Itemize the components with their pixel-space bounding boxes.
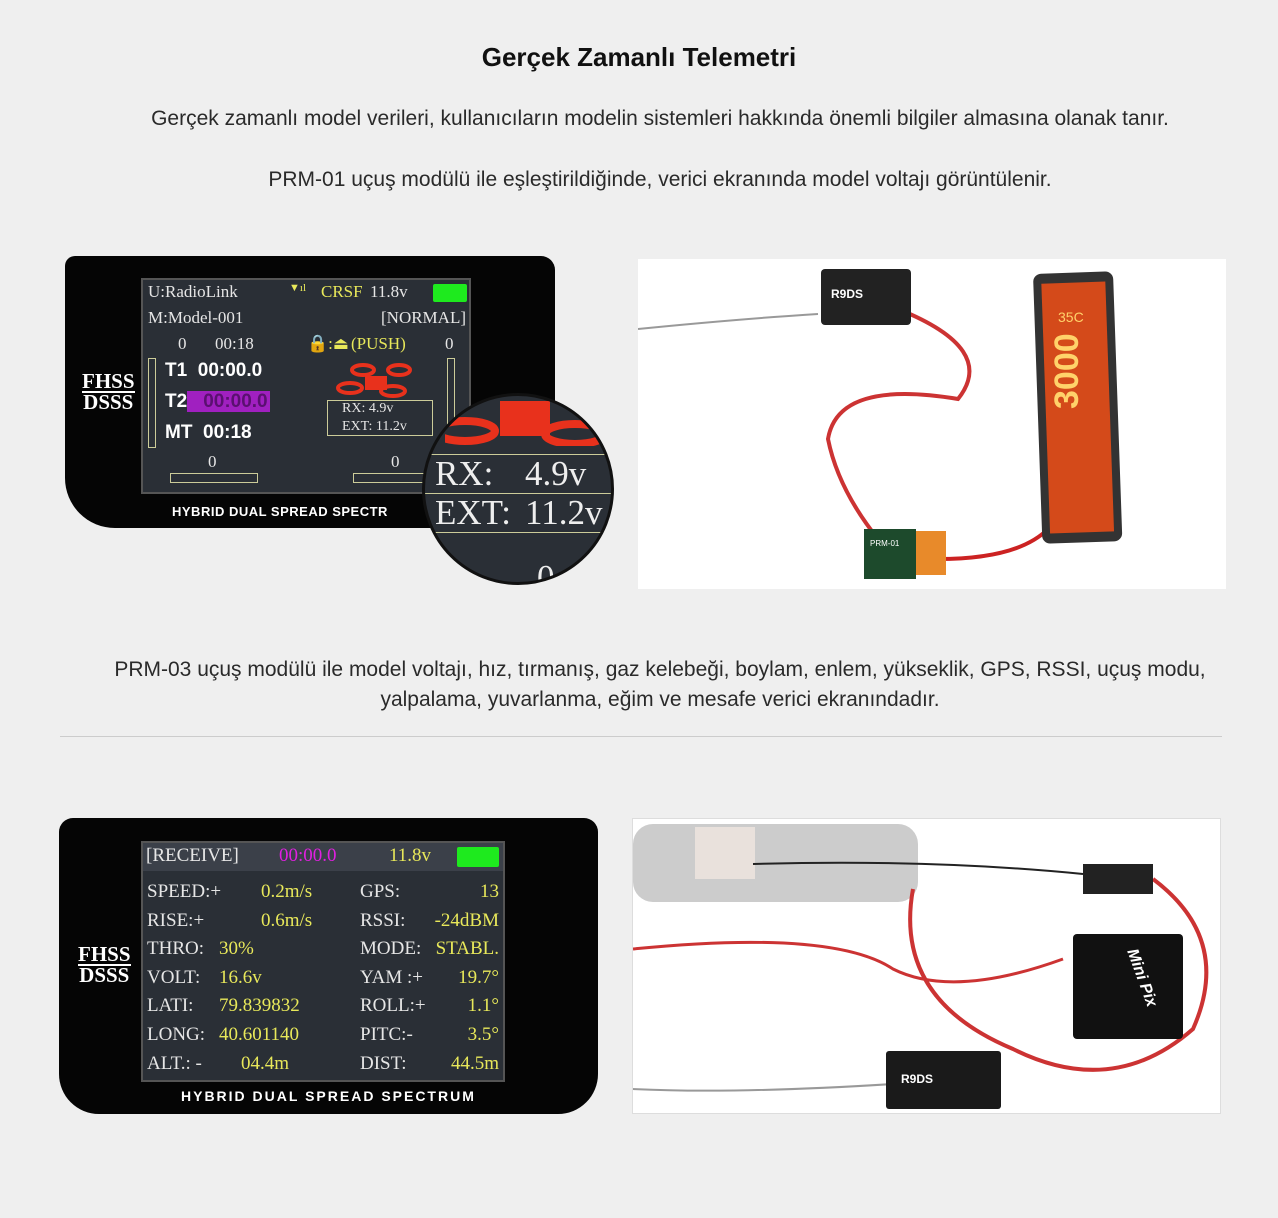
flight-mode: [NORMAL] — [381, 308, 466, 327]
telemetry-value: 04.4m — [241, 1052, 290, 1074]
magnifier-callout: RX: 4.9v EXT: 11.2v 0 — [422, 393, 614, 585]
model-name: M:Model-001 — [148, 308, 244, 327]
telemetry-label: ALT.: - — [147, 1052, 202, 1074]
user-name: U:RadioLink — [148, 282, 238, 301]
receive-timer: 00:00.0 — [279, 845, 337, 866]
signal-icon: ▼ıl — [289, 282, 306, 294]
tx-voltage: 11.8v — [370, 282, 408, 301]
battery-rating: 35C — [1058, 309, 1084, 325]
telemetry-label: YAM :+ — [360, 966, 423, 988]
mag-rx-label: RX: — [435, 454, 494, 493]
battery-capacity: 3000 — [1048, 333, 1086, 409]
telemetry-label: RISE:+ — [147, 909, 205, 931]
telemetry-value: 40.601140 — [219, 1024, 300, 1045]
bottom-left-value: 0 — [208, 452, 217, 471]
section-divider — [60, 736, 1222, 737]
telemetry-label: RSSI: — [360, 909, 406, 931]
section2-text: PRM-03 uçuş modülü ile model voltajı, hı… — [114, 658, 1206, 711]
intro-text-1: Gerçek zamanlı model verileri, kullanıcı… — [151, 107, 1169, 130]
t2-label: T2 — [165, 391, 188, 412]
battery-icon-2 — [457, 847, 499, 867]
telemetry-value: 3.5° — [467, 1024, 499, 1045]
telemetry-label: SPEED:+ — [147, 881, 222, 902]
mag-rx-value: 4.9v — [525, 454, 587, 493]
timer: 00:18 — [215, 334, 254, 353]
bezel-caption-2: HYBRID DUAL SPREAD SPECTRUM — [181, 1088, 476, 1104]
mt-label: MT — [165, 422, 193, 443]
receiver-label: R9DS — [831, 287, 864, 301]
drone-icon — [336, 363, 412, 398]
mag-ext-value: 11.2v — [525, 493, 603, 532]
product-photo-prm01: R9DS 3000 35C PRM-01 — [637, 259, 1226, 589]
telemetry-value: 1.1° — [467, 995, 499, 1017]
lock-status: (PUSH) — [351, 334, 406, 353]
telemetry-value: 44.5m — [450, 1052, 499, 1074]
rx-voltage: RX: 4.9v — [342, 401, 394, 416]
battery-icon — [433, 284, 467, 302]
lock-icon: 🔒:⏏ — [307, 334, 349, 353]
t1-label: T1 — [165, 360, 188, 381]
telemetry-value: 16.6v — [219, 966, 262, 988]
t2-value: 00:00.0 — [187, 391, 270, 412]
telemetry-value: -24dBM — [434, 909, 499, 931]
telemetry-label: THRO: — [147, 938, 204, 960]
receiver-label-2: R9DS — [901, 1072, 934, 1086]
protocol: CRSF — [321, 282, 363, 301]
wiring-illustration-2 — [632, 824, 1209, 1109]
product-photo-prm03: Mini Pix R9DS — [632, 818, 1221, 1114]
mag-ext-label: EXT: — [435, 493, 512, 532]
bottom-left-bar — [170, 473, 258, 483]
telemetry-label: ROLL:+ — [360, 995, 426, 1017]
telemetry-label: LONG: — [147, 1024, 206, 1045]
telemetry-value: 19.7° — [458, 966, 499, 988]
right-trim: 0 — [445, 334, 454, 353]
mt-value: 00:18 — [203, 422, 252, 443]
telemetry-label: VOLT: — [147, 966, 201, 988]
module-label: PRM-01 — [870, 539, 900, 548]
telemetry-screen-1: U:RadioLink ▼ıl CRSF 11.8v M:Model-001 [… — [141, 278, 471, 494]
receive-header: [RECEIVE] — [146, 845, 239, 866]
ext-voltage: EXT: 11.2v — [342, 419, 407, 434]
telemetry-value: 30% — [219, 938, 254, 960]
intro-text-2: PRM-01 uçuş modülü ile eşleştirildiğinde… — [268, 168, 1052, 191]
telemetry-value: 0.2m/s — [261, 881, 313, 902]
telemetry-value: STABL. — [435, 938, 499, 960]
telemetry-label: PITC:- — [360, 1024, 413, 1045]
mag-zero: 0 — [537, 558, 555, 585]
telemetry-label: LATI: — [147, 995, 194, 1017]
left-trim-bar — [148, 358, 156, 448]
telemetry-value: 0.6m/s — [261, 909, 313, 931]
voltage-box — [327, 400, 433, 436]
telemetry-label: MODE: — [360, 938, 422, 960]
telemetry-value: 79.839832 — [219, 995, 300, 1017]
receive-voltage: 11.8v — [389, 845, 432, 866]
telemetry-label: GPS: — [360, 881, 401, 902]
drone-icon-magnified — [445, 401, 609, 446]
telemetry-label: DIST: — [360, 1052, 407, 1074]
page-title: Gerçek Zamanlı Telemetri — [481, 42, 797, 72]
telemetry-value: 13 — [480, 881, 499, 902]
t1-value: 00:00.0 — [197, 360, 263, 381]
bezel-caption: HYBRID DUAL SPREAD SPECTR — [172, 504, 388, 519]
wiring-illustration — [637, 269, 1123, 579]
left-trim: 0 — [178, 334, 187, 353]
bottom-right-value: 0 — [391, 452, 400, 471]
